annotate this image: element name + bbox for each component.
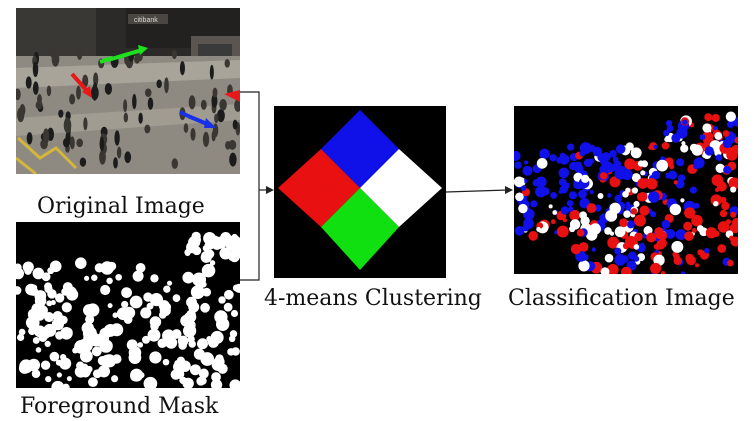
cluster-red — [278, 149, 360, 227]
connector-from-mask — [240, 190, 260, 281]
cluster-diamond — [274, 106, 446, 278]
classification-panel — [514, 106, 738, 274]
clustering-panel — [274, 106, 446, 278]
classification-image — [514, 106, 738, 274]
foreground-mask — [16, 222, 240, 388]
foreground-mask-panel — [16, 222, 240, 388]
caption-4-means-clustering: 4-means Clustering — [264, 286, 482, 311]
crowd-figures — [16, 46, 240, 169]
red-motion-arrow — [70, 72, 90, 94]
arrow-to-classification — [445, 189, 509, 193]
green-motion-arrow — [107, 48, 143, 62]
caption-original-image: Original Image — [37, 194, 205, 219]
street-scene-photo: citibank — [16, 8, 240, 174]
connector-from-original — [240, 91, 260, 190]
caption-classification-image: Classification Image — [508, 286, 735, 311]
cluster-green — [321, 188, 399, 270]
storefront-sign: citibank — [134, 17, 158, 24]
cluster-white — [360, 149, 442, 227]
original-image-panel: citibank — [16, 8, 240, 174]
caption-foreground-mask: Foreground Mask — [20, 394, 219, 419]
